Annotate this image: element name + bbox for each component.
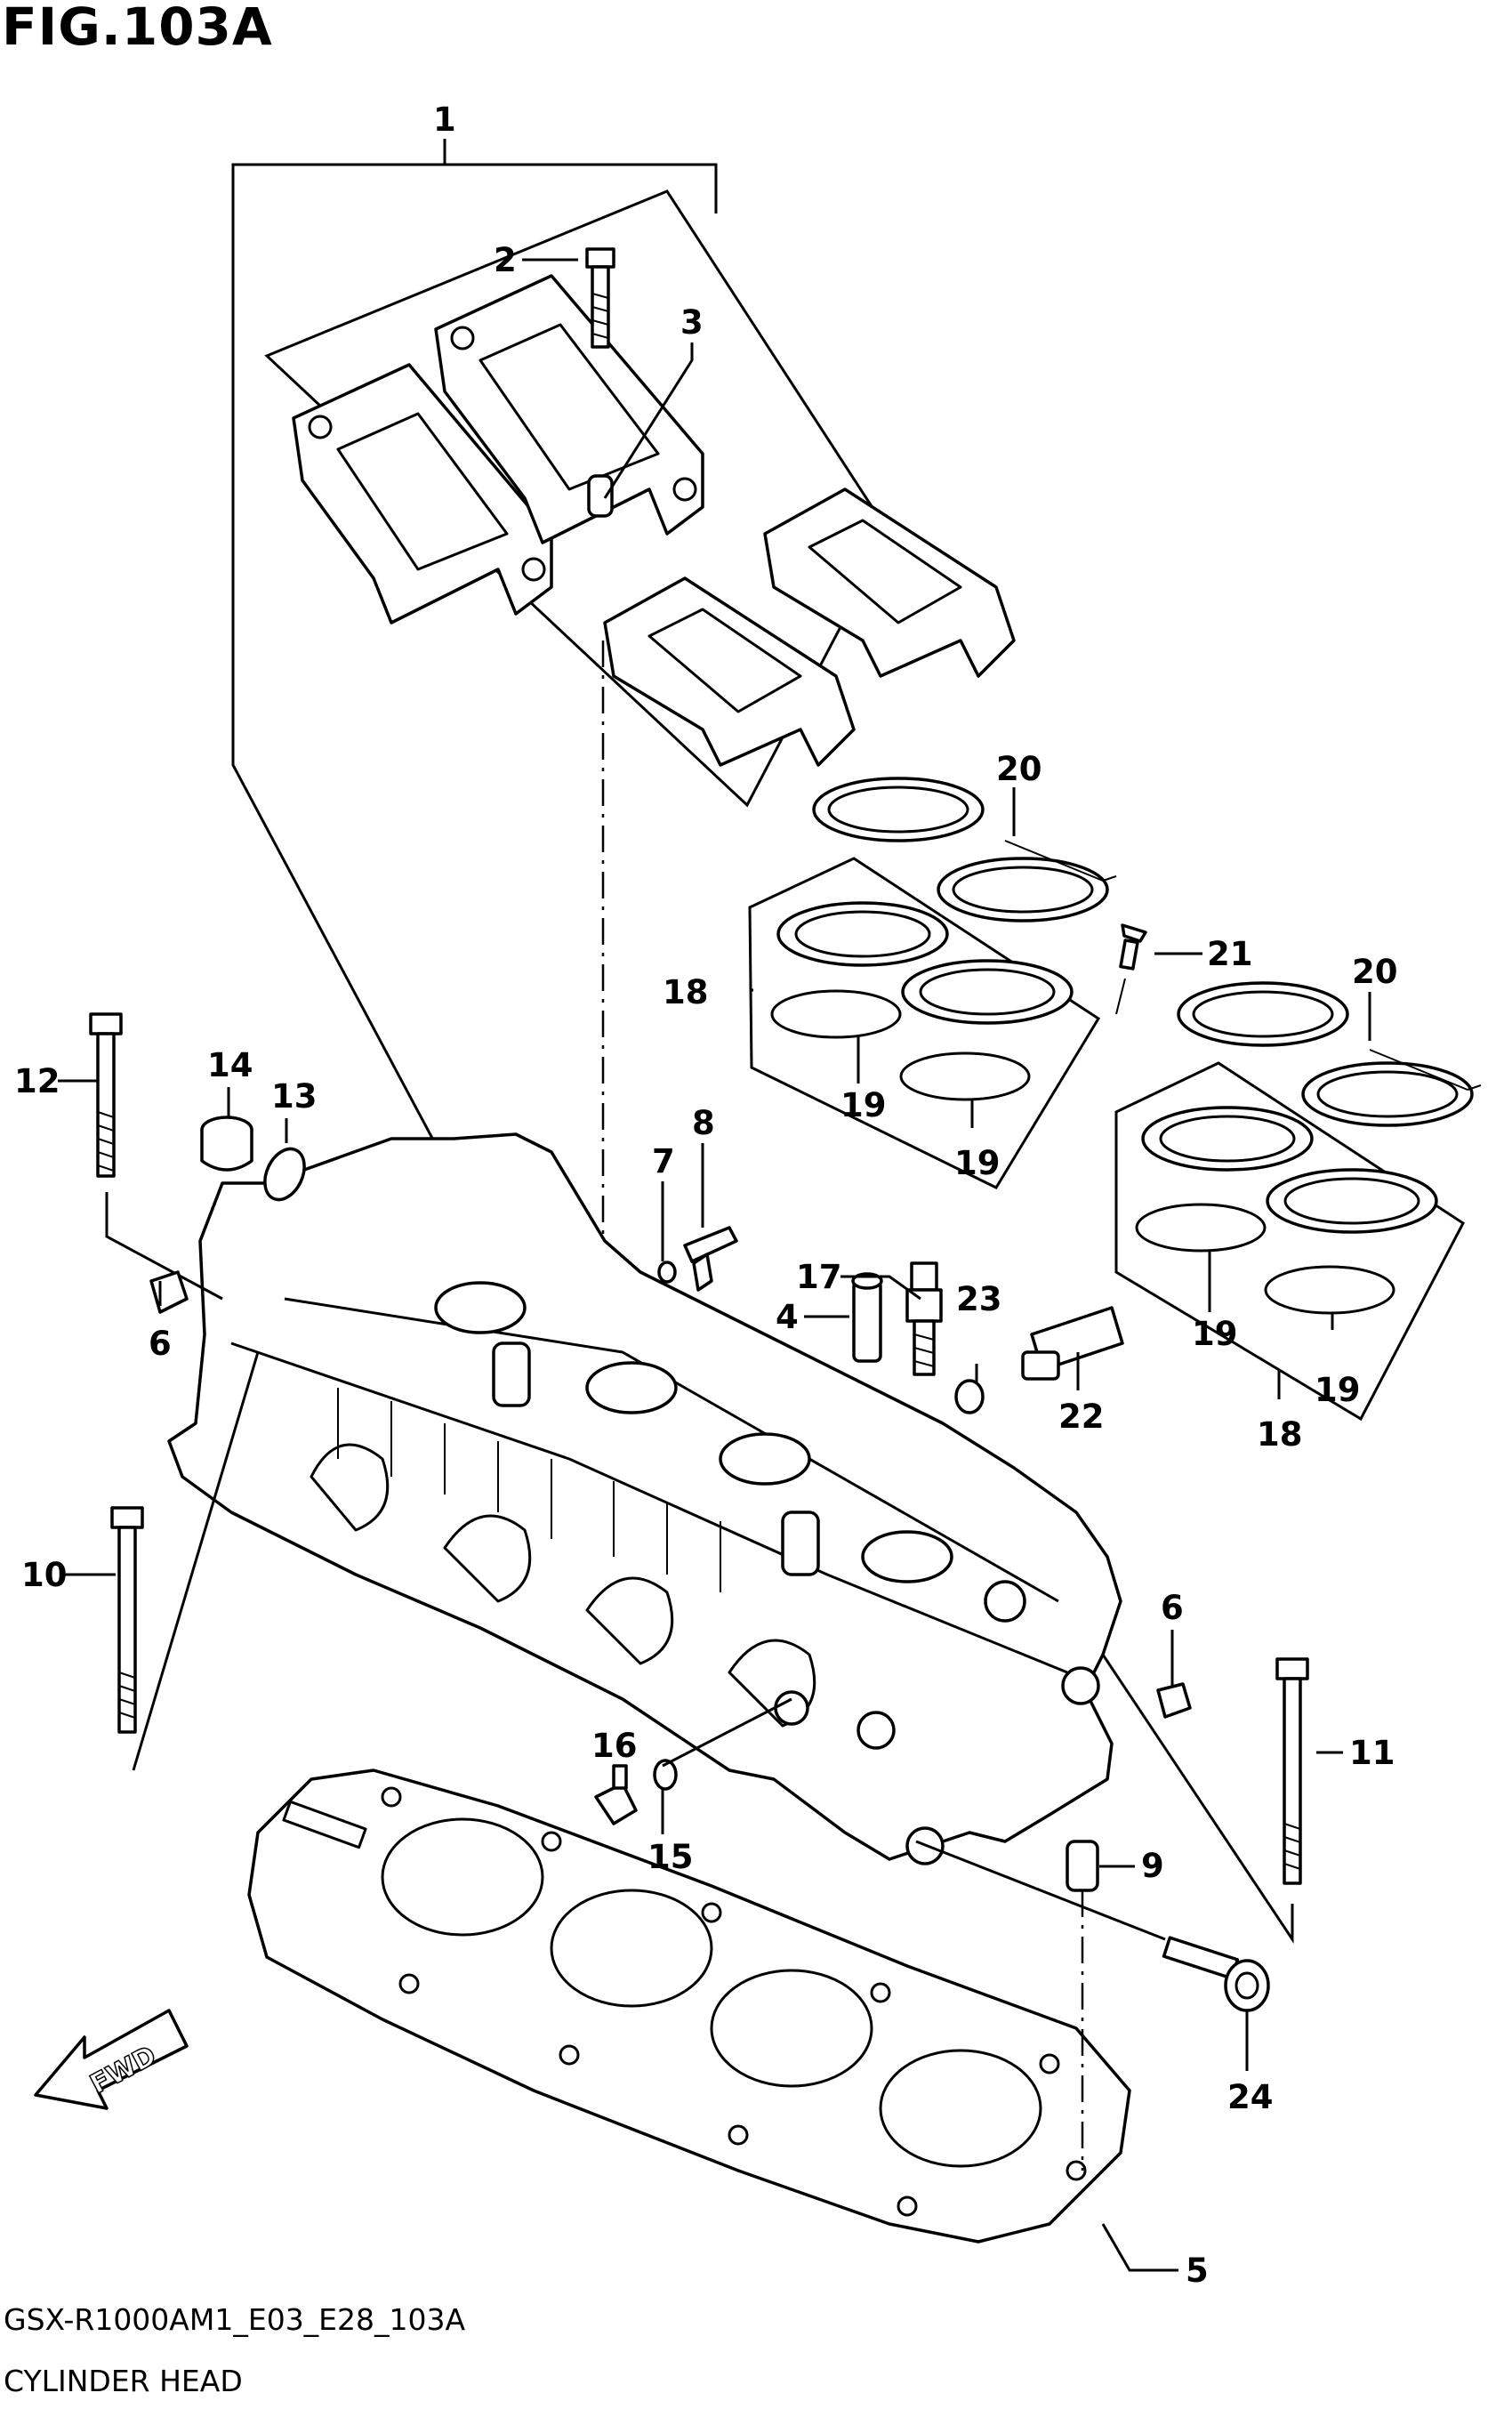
callout-19-c: 19 (1192, 1315, 1238, 1353)
callout-8: 8 (692, 1104, 715, 1142)
callout-3: 3 (680, 303, 704, 342)
valve-guide-4 (851, 1272, 883, 1363)
cap-6-right (1156, 1682, 1192, 1719)
bolt-10 (110, 1351, 260, 1771)
callout-7: 7 (652, 1142, 675, 1180)
callout-11: 11 (1349, 1734, 1395, 1772)
callout-6-left: 6 (149, 1325, 172, 1363)
callout-20-left: 20 (996, 750, 1042, 788)
callout-21: 21 (1207, 935, 1253, 973)
cam-holder-left (292, 363, 553, 624)
callout-20-right: 20 (1352, 953, 1398, 991)
callout-18-right: 18 (1257, 1415, 1303, 1454)
oil-jet-7 (657, 1261, 677, 1284)
cam-holder-set-group (231, 139, 1016, 1272)
figure-title: FIG.103A (2, 0, 273, 57)
callout-5: 5 (1186, 2252, 1209, 2290)
intake-pipe-group-left (748, 777, 1147, 1189)
callout-6-right: 6 (1161, 1589, 1184, 1627)
cylinder-head (167, 1132, 1122, 1865)
callout-18-left: 18 (663, 973, 709, 1011)
callout-9: 9 (1141, 1847, 1164, 1885)
dowel-pin (587, 474, 614, 518)
callout-10: 10 (21, 1556, 68, 1594)
callout-16: 16 (591, 1727, 638, 1765)
figure-caption: CYLINDER HEAD (4, 2364, 243, 2398)
sensor-8 (683, 1226, 738, 1292)
callout-4: 4 (776, 1298, 799, 1336)
fwd-direction-arrow: FWD (34, 2009, 189, 2110)
callout-labels: 1 2 3 4 5 6 6 7 8 9 10 11 12 13 14 15 16… (14, 101, 1398, 2290)
callout-17: 17 (796, 1258, 842, 1296)
callout-2: 2 (494, 241, 517, 279)
callout-19-a: 19 (840, 1086, 887, 1124)
callout-13: 13 (271, 1077, 318, 1116)
callout-24: 24 (1227, 2078, 1274, 2116)
model-code: GSX-R1000AM1_E03_E28_103A (4, 2302, 466, 2337)
cam-holder-bolt (585, 247, 615, 349)
washer-23 (954, 1379, 985, 1414)
dowel-9 (1066, 1840, 1099, 2171)
callout-1: 1 (433, 101, 456, 139)
spark-plug-17 (905, 1261, 943, 1376)
callout-22: 22 (1058, 1398, 1105, 1436)
callout-12: 12 (14, 1062, 60, 1100)
callout-19-b: 19 (954, 1144, 1001, 1182)
callout-15: 15 (647, 1838, 694, 1876)
washer-15 (653, 1759, 678, 1791)
cap-6-left (149, 1270, 189, 1314)
intake-pipe-group-right (1114, 981, 1482, 1422)
leader-lines (58, 258, 1371, 2272)
bolt-24 (915, 1840, 1270, 2012)
cylinder-head-gasket (247, 1768, 1131, 2244)
cam-holder-small-2 (763, 487, 1016, 678)
callout-23: 23 (956, 1280, 1002, 1318)
callout-14: 14 (207, 1046, 253, 1084)
plug-14 (200, 1116, 253, 1172)
cam-holder-small-1 (603, 576, 856, 767)
temp-sensor-22 (1021, 1306, 1124, 1381)
o-ring-13 (263, 1147, 306, 1202)
cam-holder-right (434, 274, 704, 544)
bolt-16 (594, 1764, 638, 1825)
screw (1115, 923, 1147, 1015)
bolt-11 (1101, 1654, 1309, 1944)
callout-19-d: 19 (1315, 1371, 1361, 1409)
bolt-12 (89, 1012, 223, 1301)
